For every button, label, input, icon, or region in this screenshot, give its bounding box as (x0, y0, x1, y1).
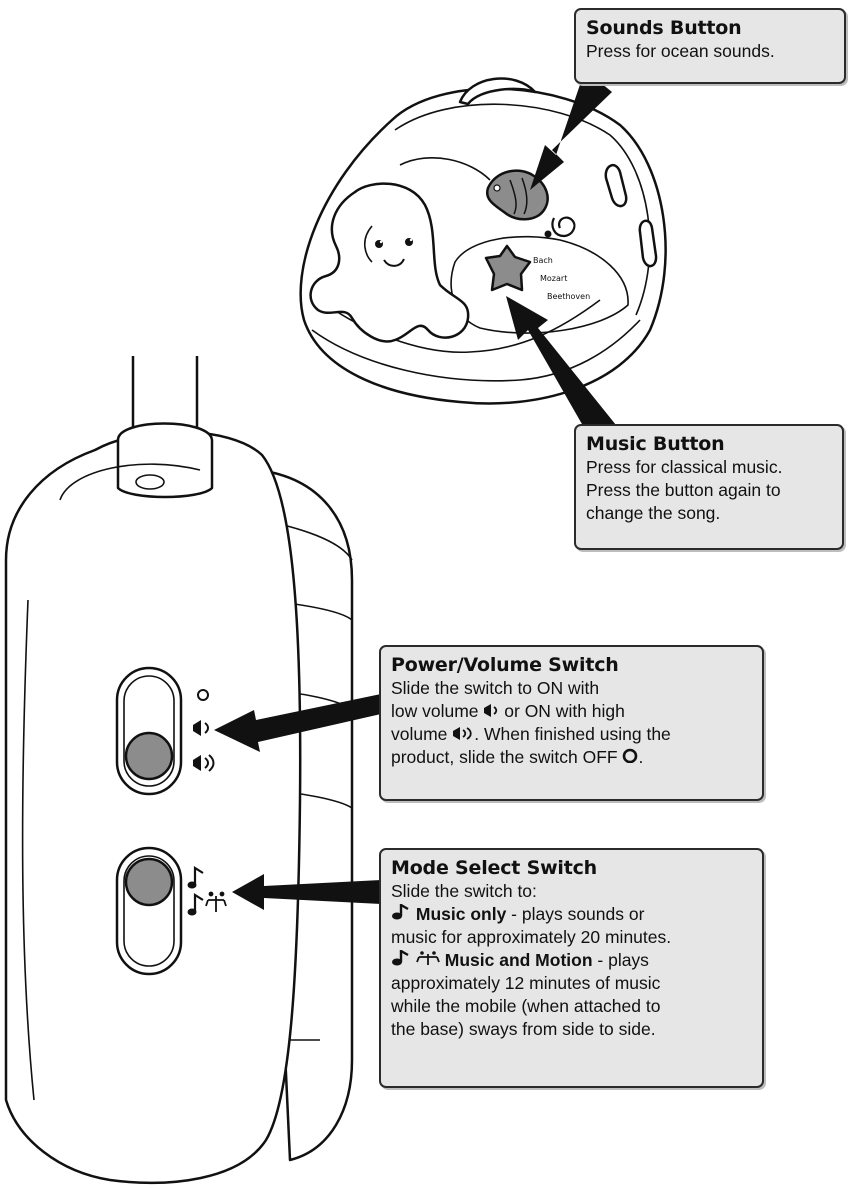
sounds-button-description: Press for ocean sounds. (586, 40, 834, 63)
high-volume-icon (452, 727, 474, 740)
music-motion-description: approximately 12 minutes of music (391, 972, 752, 995)
power-volume-line: Slide the switch to ON with (391, 677, 752, 700)
low-volume-icon (483, 704, 499, 717)
music-button-line: Press the button again to (586, 479, 832, 502)
sounds-button-title: Sounds Button (586, 17, 834, 40)
mode-select-switch[interactable] (117, 848, 181, 974)
power-volume-title: Power/Volume Switch (391, 654, 752, 677)
mode-select-intro: Slide the switch to: (391, 880, 752, 903)
power-volume-line: product, slide the switch OFF . (391, 746, 752, 769)
music-button-line: change the song. (586, 502, 832, 525)
mobile-motion-icon (416, 950, 440, 966)
mode-select-title: Mode Select Switch (391, 857, 752, 880)
composer-beethoven-label: Beethoven (547, 292, 590, 301)
power-volume-switch[interactable] (117, 668, 181, 794)
music-only-option: Music only - plays sounds or (391, 903, 752, 926)
music-motion-option: Music and Motion - plays (391, 949, 752, 972)
music-motion-description: while the mobile (when attached to (391, 995, 752, 1018)
sounds-button-callout: Sounds Button Press for ocean sounds. (574, 8, 846, 84)
power-volume-line: low volume or ON with high (391, 700, 752, 723)
music-note-icon (391, 904, 411, 920)
mode-select-callout: Mode Select Switch Slide the switch to: … (379, 848, 764, 1088)
music-button-title: Music Button (586, 433, 832, 456)
power-volume-line: volume . When finished using the (391, 723, 752, 746)
off-circle-icon (622, 747, 638, 763)
music-only-description: music for approximately 20 minutes. (391, 926, 752, 949)
music-button-line: Press for classical music. (586, 456, 832, 479)
music-button-callout: Music Button Press for classical music. … (574, 424, 844, 550)
music-note-icon (391, 950, 411, 966)
music-motion-description: the base) sways from side to side. (391, 1018, 752, 1041)
composer-bach-label: Bach (533, 256, 553, 265)
power-volume-callout: Power/Volume Switch Slide the switch to … (379, 645, 764, 801)
composer-mozart-label: Mozart (540, 274, 567, 283)
